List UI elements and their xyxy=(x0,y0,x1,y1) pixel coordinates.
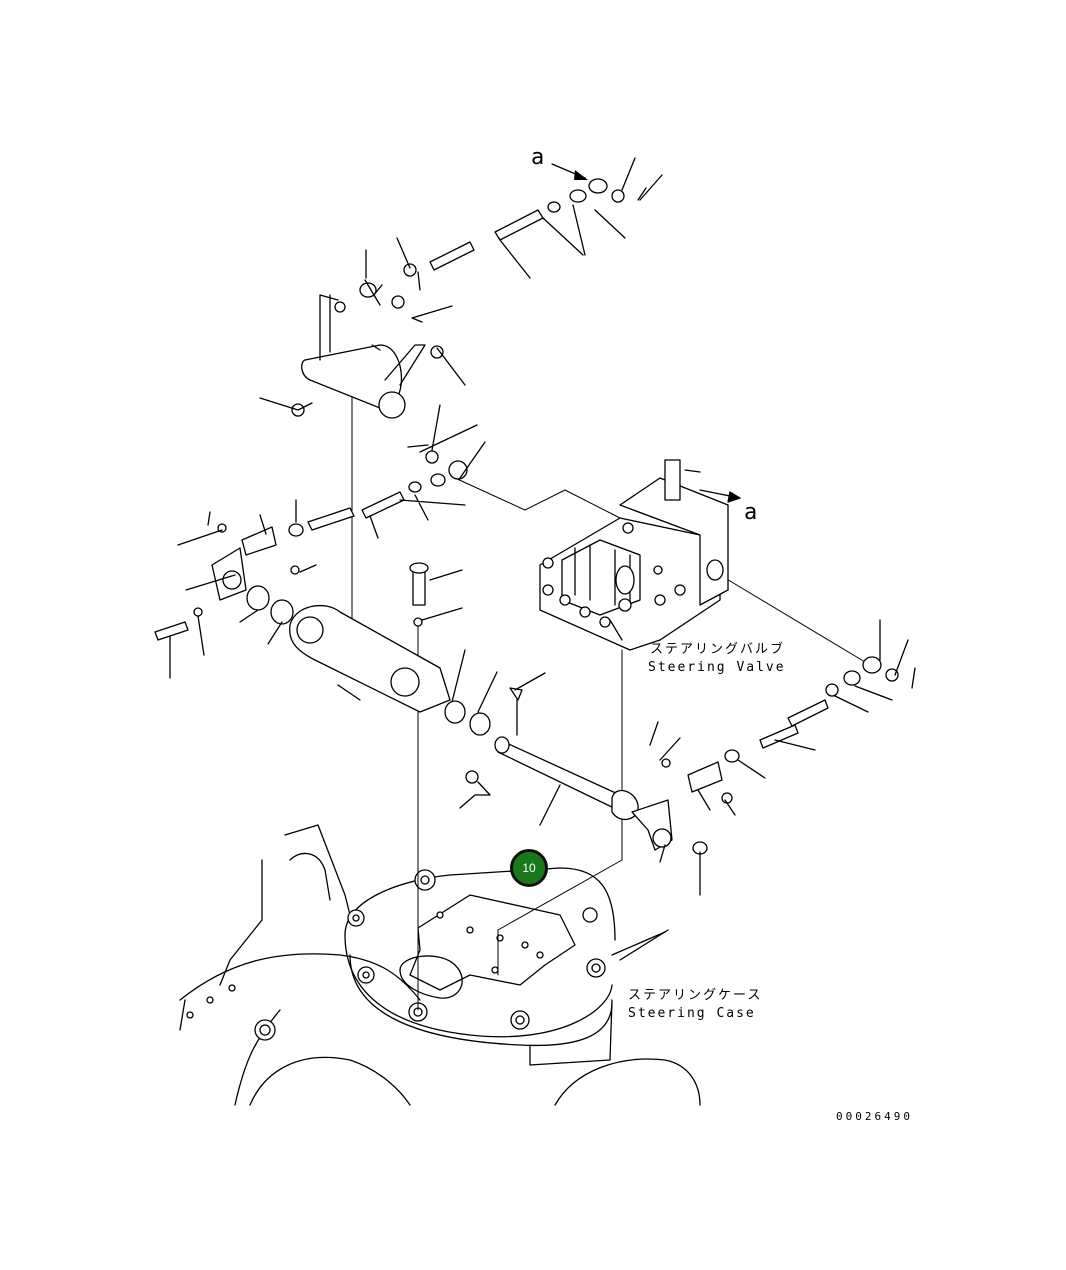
steering-valve xyxy=(539,459,741,651)
arrow-a-label-top: a xyxy=(531,145,545,170)
drawing-number: 00026490 xyxy=(836,1110,913,1123)
assembly-lines xyxy=(351,394,871,1011)
arrow-a-label-right: a xyxy=(744,500,758,525)
part-callout-10[interactable]: 10 xyxy=(510,849,548,887)
steering-case-label-en: Steering Case xyxy=(628,1006,756,1021)
arrow-a-top xyxy=(551,163,588,180)
steering-case xyxy=(179,824,701,1106)
upper-rod-assembly xyxy=(259,157,663,419)
lower-shaft xyxy=(459,619,916,896)
steering-valve-label-en: Steering Valve xyxy=(648,660,786,675)
steering-valve-label-jp: ステアリングバルブ xyxy=(650,642,786,657)
steering-case-label-jp: ステアリングケース xyxy=(628,988,763,1003)
middle-linkage xyxy=(154,404,498,736)
